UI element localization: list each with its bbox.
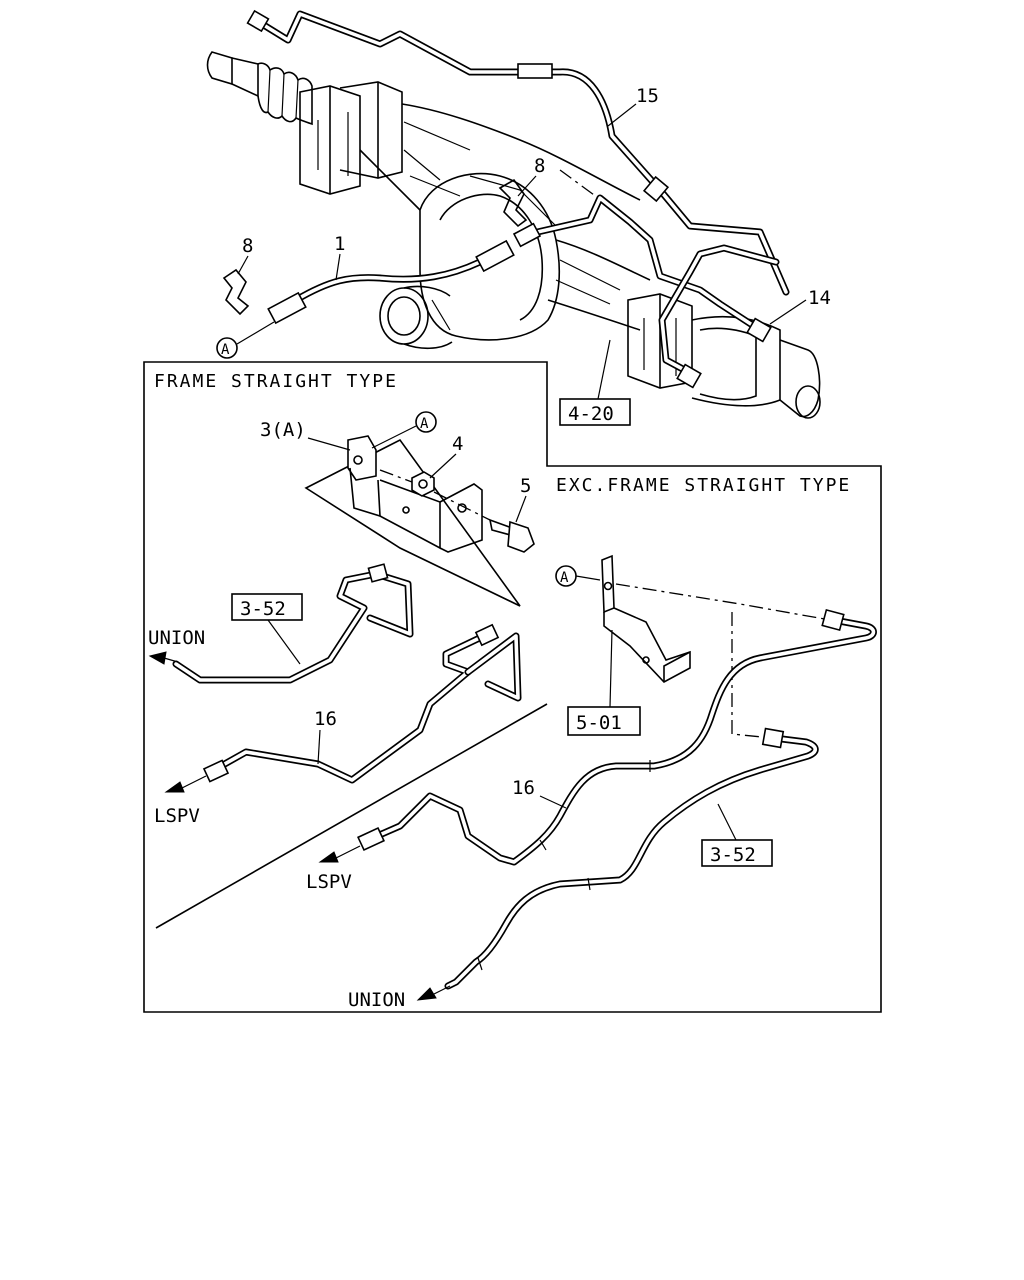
left-panel-callouts: 3(A) A 4 5	[260, 411, 531, 523]
right-panel-refs: 16 3-52 LSPV UNION	[306, 777, 773, 1011]
panel-divider	[155, 703, 548, 929]
label-part-4: 4	[452, 433, 463, 455]
bracket-5-01	[601, 554, 691, 683]
ref-box-3-52-left	[231, 593, 303, 621]
label-part-15: 15	[636, 85, 659, 107]
pipe-16-right	[318, 608, 877, 866]
pipe-3-52-left	[148, 563, 414, 684]
ref-box-5-01	[567, 706, 641, 736]
clip-8-left	[222, 268, 250, 316]
dest-union-left: UNION	[148, 627, 205, 649]
callout-a-right-text: A	[560, 570, 569, 586]
label-part-8b: 8	[534, 155, 545, 177]
bolt-5	[488, 518, 535, 553]
callout-a-main-text: A	[221, 342, 230, 358]
bracket-3a	[304, 435, 521, 607]
ref-4-20-text: 4-20	[568, 403, 614, 425]
dest-lspv-right: LSPV	[306, 871, 352, 893]
label-part-3a: 3(A)	[260, 419, 306, 441]
pipe-3-52-right	[416, 727, 819, 1001]
dest-lspv-left: LSPV	[154, 805, 200, 827]
callout-a-main	[216, 337, 238, 359]
label-part-5: 5	[520, 475, 531, 497]
label-part-14: 14	[808, 287, 831, 309]
nut-4	[411, 471, 435, 497]
label-part-16-left: 16	[314, 708, 337, 730]
axle-callouts: 1 8 8 15 14 A 4-20	[216, 85, 831, 426]
panels-outline	[143, 361, 882, 1013]
left-panel-refs: 3-52 UNION 16 LSPV	[148, 593, 337, 827]
dest-union-right: UNION	[348, 989, 405, 1011]
right-panel-callouts: A 5-01	[555, 565, 641, 736]
right-panel-title: EXC.FRAME STRAIGHT TYPE	[556, 475, 851, 496]
left-panel-title: FRAME STRAIGHT TYPE	[154, 371, 398, 392]
ref-box-4-20	[559, 398, 631, 426]
ref-3-52-left-text: 3-52	[240, 598, 286, 620]
ref-box-3-52-right	[701, 839, 773, 867]
ref-5-01-text: 5-01	[576, 712, 622, 734]
brake-pipe-15	[246, 9, 790, 296]
brake-hose-1	[267, 222, 542, 325]
brake-pipe-14	[516, 194, 780, 389]
clip-8-right	[498, 178, 528, 228]
label-part-16-right: 16	[512, 777, 535, 799]
callout-a-left	[415, 411, 437, 433]
pipe-16-left	[164, 623, 522, 793]
label-part-8a: 8	[242, 235, 253, 257]
ref-3-52-right-text: 3-52	[710, 844, 756, 866]
label-part-1: 1	[334, 233, 345, 255]
callout-a-left-text: A	[420, 416, 429, 432]
